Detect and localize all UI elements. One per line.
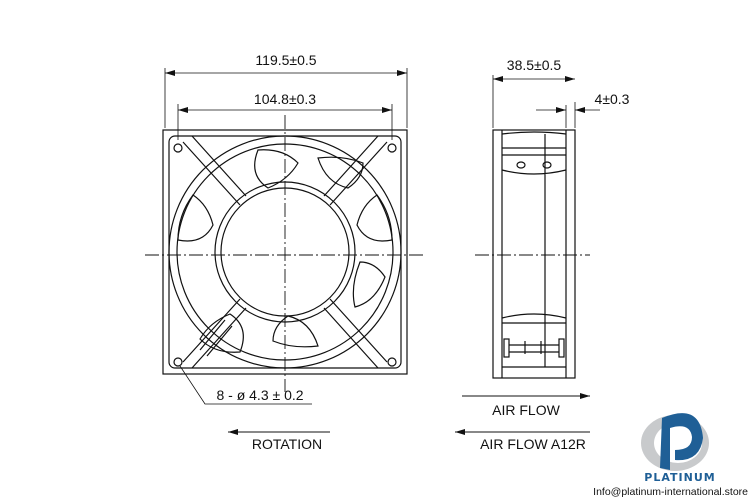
side-view <box>455 75 600 435</box>
depth-dimension: 38.5±0.5 <box>507 57 562 73</box>
mounting-holes-label: 8 - ø 4.3 ± 0.2 <box>216 387 303 403</box>
overall-width-dimension: 119.5±0.5 <box>255 52 316 68</box>
front-view <box>145 68 425 435</box>
contact-email: Info@platinum-international.store <box>593 486 748 498</box>
airflow-label: AIR FLOW <box>492 402 560 418</box>
hole-spacing-dimension: 104.8±0.3 <box>254 91 316 107</box>
logo-text: PLATINUM <box>644 471 715 484</box>
airflow-a12r-label: AIR FLOW A12R <box>480 436 586 452</box>
flange-dimension: 4±0.3 <box>595 91 630 107</box>
rotation-label: ROTATION <box>252 436 322 452</box>
platinum-logo: PLATINUM <box>641 413 715 484</box>
